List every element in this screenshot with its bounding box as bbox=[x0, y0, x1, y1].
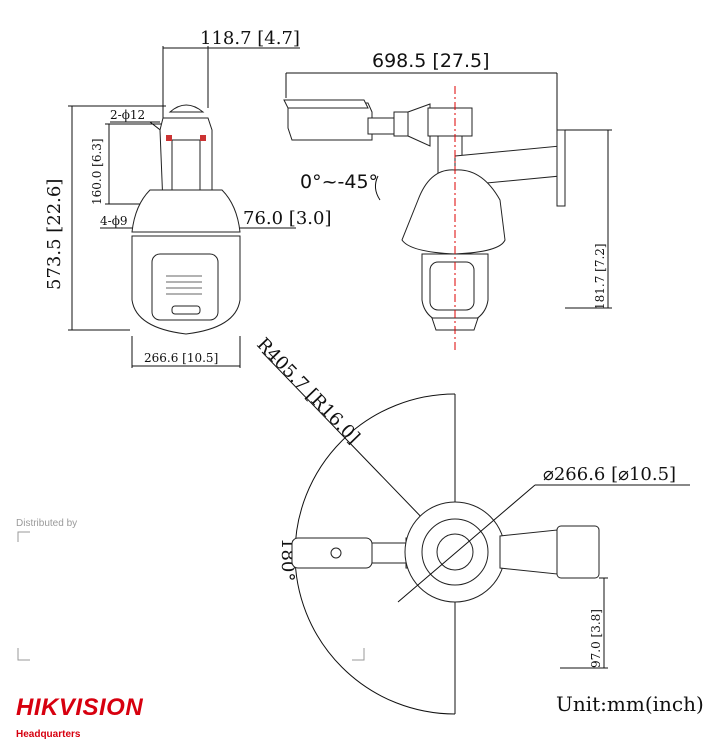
dim-side-height: 181.7 [7.2] bbox=[593, 243, 607, 310]
dim-overall-length: 698.5 [27.5] bbox=[372, 50, 490, 72]
dim-bracket-offset: 97.0 [3.8] bbox=[589, 609, 603, 668]
brand-logo: HIKVISION bbox=[16, 694, 144, 721]
dim-total-height: 573.5 [22.6] bbox=[44, 179, 65, 290]
crop-mark-bottom-left bbox=[17, 648, 30, 661]
dim-mount-height: 160.0 [6.3] bbox=[90, 138, 104, 205]
top-view: R405.7 [R16.0] 180° ⌀266.6 [⌀10.5] 97.0 … bbox=[252, 334, 690, 715]
label-holes-top: 2-ϕ12 bbox=[110, 108, 145, 122]
label-tilt-range: 0°~-45° bbox=[300, 171, 378, 193]
dim-offset: 76.0 [3.0] bbox=[243, 208, 331, 229]
headquarters-label: Headquarters bbox=[16, 729, 81, 740]
dim-top-width: 118.7 [4.7] bbox=[200, 28, 300, 49]
crop-mark-bottom-right bbox=[352, 648, 365, 661]
dim-radius: R405.7 [R16.0] bbox=[252, 334, 363, 448]
crop-mark-top bbox=[17, 531, 30, 542]
dim-diameter: ⌀266.6 [⌀10.5] bbox=[543, 464, 676, 485]
dim-body-width: 266.6 [10.5] bbox=[144, 351, 218, 365]
side-view: 698.5 [27.5] 0°~-45° 181.7 [7.2] bbox=[283, 50, 612, 350]
front-view: 118.7 [4.7] 573.5 [22.6] 160.0 [6.3] 2-ϕ… bbox=[44, 28, 331, 368]
label-holes-bottom: 4-ϕ9 bbox=[100, 214, 128, 228]
unit-label: Unit:mm(inch) bbox=[556, 692, 704, 716]
distributed-by-label: Distributed by bbox=[16, 518, 78, 529]
